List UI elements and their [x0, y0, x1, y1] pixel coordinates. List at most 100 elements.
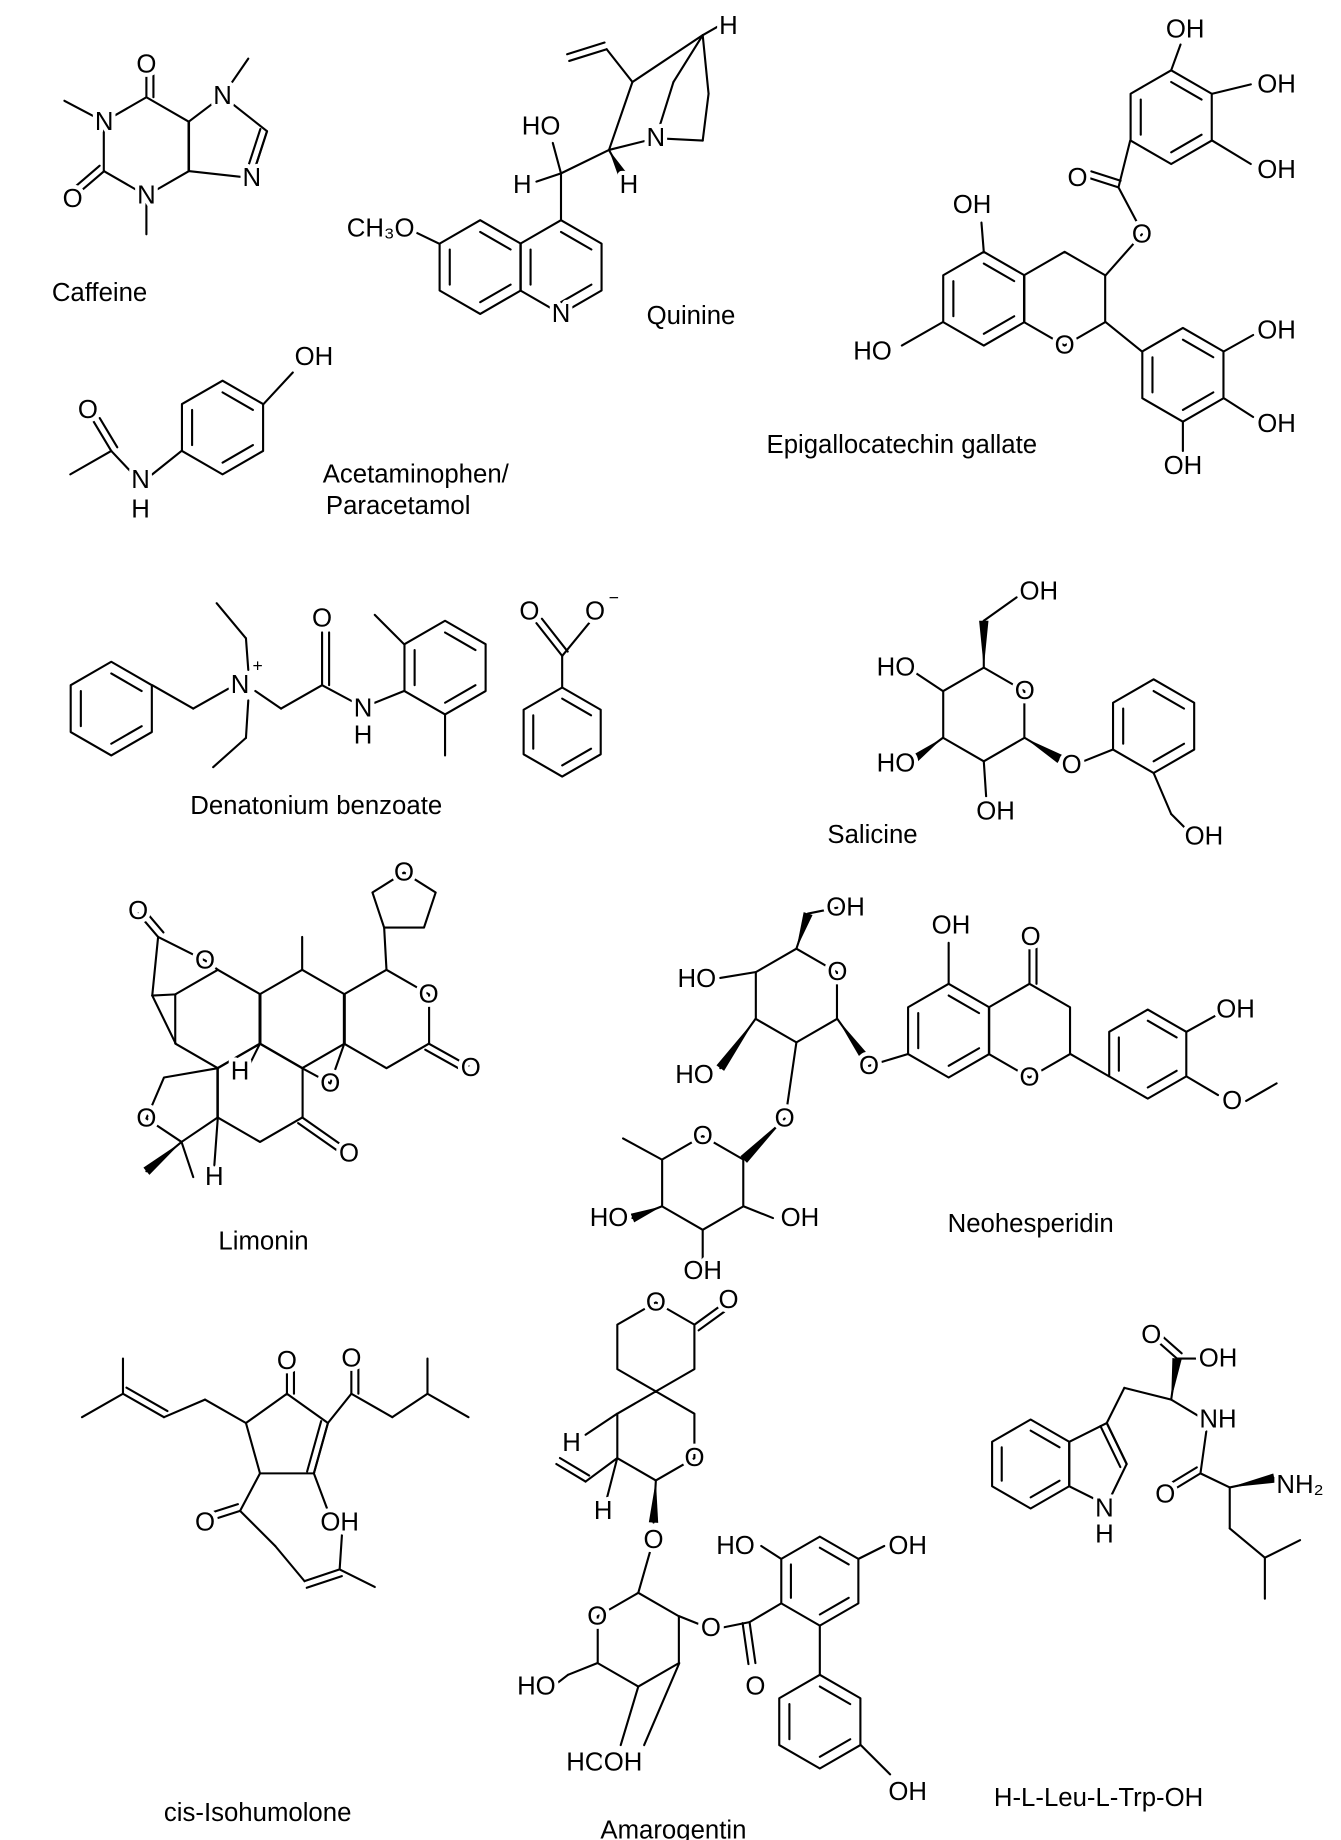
bond [180, 1140, 195, 1179]
aromatic-inner-bond [561, 697, 593, 717]
atom-label-quinine: H [719, 12, 738, 40]
aromatic-inner-bond [1170, 80, 1203, 101]
bond [408, 228, 441, 245]
bond [551, 141, 563, 175]
ring [371, 871, 437, 929]
ring [519, 219, 603, 315]
atom-label-leutrp: OH [1199, 1345, 1238, 1373]
atom-label-neohesperidin: OH [683, 1257, 722, 1285]
bond [1185, 1075, 1220, 1097]
atom-label-amarogentin: O [718, 1286, 738, 1314]
bond [785, 1041, 798, 1108]
atom-label-leutrp: NH₂ [1276, 1471, 1323, 1499]
atom-label-denatonium: N [231, 671, 250, 699]
ring [180, 379, 265, 476]
atom-label-egcg: O [1055, 332, 1075, 360]
atom-label-isohumolone: O [277, 1347, 297, 1375]
bond [555, 1462, 587, 1483]
ring [438, 219, 522, 315]
bond [221, 57, 250, 98]
bond [637, 1550, 652, 1594]
bond [1211, 83, 1252, 95]
bond [350, 1392, 394, 1419]
atom-label-acetaminophen: N [131, 466, 150, 494]
ring [403, 619, 487, 716]
ring [907, 982, 991, 1079]
bond [203, 1398, 248, 1425]
bond [568, 48, 608, 62]
bond [262, 371, 294, 406]
wedge-bond [648, 1480, 659, 1523]
atom-label-quinine: H [513, 171, 532, 199]
atom-label-limonin: O [394, 859, 414, 887]
bond [98, 416, 119, 449]
bond [69, 449, 113, 476]
bond [125, 1386, 169, 1413]
aromatic-inner-bond [1146, 1069, 1178, 1089]
wedge-bond [740, 1118, 785, 1163]
bond [338, 1533, 344, 1571]
bond [559, 148, 611, 175]
bond [209, 1509, 242, 1522]
bond [701, 24, 721, 37]
atom-label-acetaminophen: H [131, 496, 150, 524]
atom-label-egcg: OH [1166, 15, 1205, 43]
ring [942, 666, 1026, 763]
atom-label-egcg: HO [853, 337, 892, 365]
aromatic-inner-bond [110, 725, 143, 745]
atom-label-leutrp: O [1155, 1480, 1175, 1508]
bond [157, 935, 207, 962]
aromatic-inner-bond [818, 1596, 850, 1616]
bond [1090, 170, 1122, 182]
atom-label-caffeine: N [137, 182, 156, 210]
compound-name-isohumolone: cis-Isohumolone [164, 1799, 352, 1827]
bond [748, 1602, 783, 1624]
bond [151, 993, 177, 997]
structure-egcg [900, 43, 1255, 452]
ring [616, 1390, 696, 1482]
atom-label-amarogentin: O [701, 1614, 721, 1642]
bond [701, 34, 710, 95]
bond [207, 1503, 240, 1515]
bond [137, 912, 160, 939]
bond [1199, 1430, 1208, 1475]
atom-label-salicine: OH [976, 798, 1015, 826]
atom-label-amarogentin: HO [716, 1532, 755, 1560]
ring [174, 968, 262, 1070]
ring [754, 947, 839, 1044]
wedge-bond [796, 912, 813, 949]
atom-label-neohesperidin: HO [678, 965, 717, 993]
aromatic-inner-bond [1152, 742, 1186, 763]
bond [301, 1116, 347, 1149]
bond [558, 1456, 591, 1477]
ring [991, 1418, 1071, 1510]
bond [1170, 43, 1182, 72]
wedge-bond [837, 1018, 871, 1063]
bond [1222, 397, 1255, 419]
aromatic-inner-bond [947, 1047, 981, 1067]
bond [1104, 321, 1143, 353]
atom-label-quinine: HO [522, 113, 561, 141]
atom-label-leutrp: H [1095, 1520, 1114, 1548]
bond [239, 1509, 277, 1548]
atom-label-isohumolone: OH [320, 1509, 359, 1537]
compound-name-acetaminophen: Acetaminophen/ [323, 460, 510, 488]
atom-label-denatonium: O [312, 604, 332, 632]
bond [1069, 1053, 1111, 1078]
aromatic-inner-bond [982, 315, 1016, 335]
atom-label-limonin: H [231, 1058, 250, 1086]
compound-name-neohesperidin: Neohesperidin [948, 1210, 1114, 1238]
bond [192, 687, 230, 710]
atom-label-egcg: OH [1164, 452, 1203, 480]
compound-name-amarogentin: Amarogentin [600, 1817, 746, 1840]
wedge-bond [1229, 1473, 1276, 1488]
aromatic-inner-bond [1029, 1479, 1061, 1499]
compound-name-egcg: Epigallocatechin gallate [767, 431, 1038, 459]
wedge-bond [979, 620, 989, 668]
bond [910, 668, 944, 693]
wedge-bond [143, 1141, 182, 1175]
atom-label-amarogentin: O [745, 1673, 765, 1701]
bond [982, 596, 1018, 622]
bond [678, 1615, 704, 1627]
atom-label-leutrp: NH [1199, 1406, 1236, 1434]
